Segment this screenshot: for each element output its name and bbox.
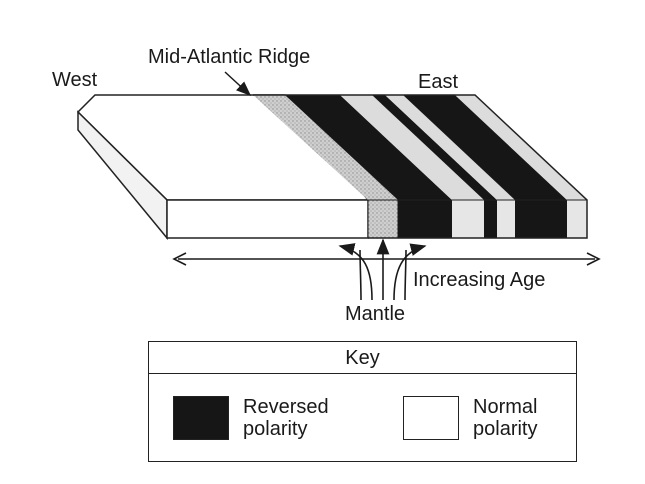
reversed-line-2: polarity: [243, 418, 308, 440]
reversed-polarity-label: Reversed polarity: [243, 396, 329, 440]
east-plate-stripes: [253, 94, 588, 239]
normal-line-1: Normal: [473, 396, 538, 418]
ridge-pointer: [224, 71, 252, 97]
ridge-label: Mid-Atlantic Ridge: [148, 46, 311, 68]
normal-polarity-label: Normal polarity: [473, 396, 537, 440]
increasing-age-label: Increasing Age: [413, 269, 546, 291]
legend-title: Key: [149, 342, 576, 374]
mantle-arrows: [338, 238, 427, 301]
reversed-line-1: Reversed: [243, 396, 329, 418]
normal-line-2: polarity: [473, 418, 538, 440]
reversed-polarity-swatch: [173, 396, 229, 440]
legend: Key Reversed polarity Normal polarity: [148, 341, 577, 462]
normal-polarity-swatch: [403, 396, 459, 440]
mantle-label: Mantle: [345, 303, 406, 325]
spreading-arrow: [172, 252, 601, 266]
east-label: East: [418, 71, 459, 93]
west-label: West: [52, 69, 98, 91]
